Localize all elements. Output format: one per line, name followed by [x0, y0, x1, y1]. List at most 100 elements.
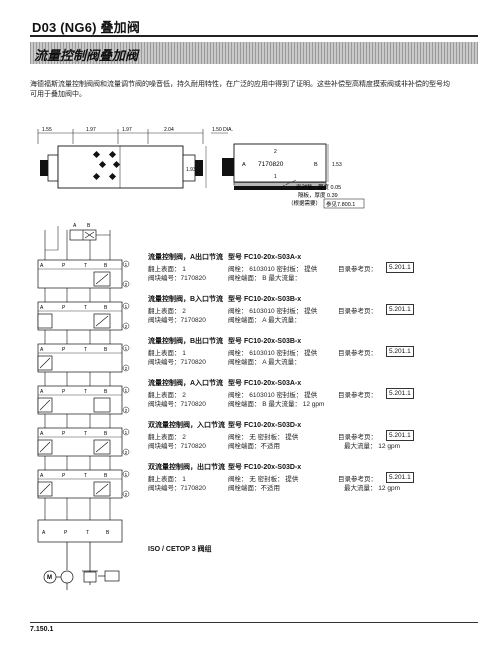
section-title: 流量控制阀叠加阀 [34, 48, 139, 63]
valve-row-block: 阀块编号：7170820 [148, 317, 206, 324]
svg-text:B: B [104, 389, 108, 395]
svg-text:2: 2 [125, 450, 128, 455]
valve-row-ref-label: 目录参考页： [338, 434, 377, 441]
valve-row-model: 型号 FC10-20x-S03B-x [228, 296, 302, 303]
svg-text:2: 2 [125, 408, 128, 413]
section-banner: 流量控制阀叠加阀 [30, 42, 478, 64]
svg-text:B: B [104, 347, 108, 353]
svg-text:T: T [84, 263, 87, 269]
dim-3: 1.97 [122, 127, 132, 133]
valve-row-flow: 阀栓端面： B 最大流量： 12 gpm [228, 401, 325, 408]
side-num-2: 2 [274, 149, 277, 155]
svg-text:1: 1 [125, 430, 128, 435]
valve-row-block: 阀块编号：7170820 [148, 401, 206, 408]
svg-text:P: P [64, 530, 68, 536]
iso-base-block: A P T B [37, 519, 123, 543]
valve-row-spec: 阀栓： 无 密封板： 提供 [228, 476, 299, 483]
svg-text:B: B [104, 263, 108, 269]
svg-text:P: P [62, 347, 66, 353]
dim-2: 1.97 [86, 127, 96, 133]
svg-text:1: 1 [125, 346, 128, 351]
svg-text:A: A [40, 431, 44, 437]
dim-1: 1.55 [42, 127, 52, 133]
valve-row-surface: 翻上表面： 2 [148, 308, 186, 315]
svg-text:T: T [84, 473, 87, 479]
valve-row-model: 型号 FC10-20x-S03A-x [228, 380, 302, 387]
valve-row-flow: 阀栓端面：不适用 [228, 443, 280, 450]
valve-row-title: 双流量控制阀，入口节流 [148, 422, 225, 429]
valve-row-ref-label: 目录参考页： [338, 392, 377, 399]
valve-row-spec: 阀栓： 6103010 密封板： 提供 [228, 266, 318, 273]
svg-text:A: A [40, 473, 44, 479]
right-knob [195, 160, 203, 176]
valve-row-extra: 最大流量： 12 gpm [344, 443, 400, 450]
valve-row-ref-label: 目录参考页： [338, 266, 377, 273]
valve-row-surface: 翻上表面： 1 [148, 266, 186, 273]
svg-text:A: A [40, 263, 44, 269]
svg-text:1: 1 [125, 388, 128, 393]
valve-row-block: 阀块编号：7170820 [148, 359, 206, 366]
valve-row-title: 双流量控制阀，出口节流 [148, 464, 225, 471]
svg-text:T: T [84, 431, 87, 437]
svg-text:2: 2 [125, 282, 128, 287]
dim-dia: 1.50 DIA. [212, 127, 233, 133]
valve-row-spec: 阀栓： 6103010 密封板： 提供 [228, 308, 318, 315]
svg-text:1: 1 [125, 262, 128, 267]
valve-row-spec: 阀栓： 6103010 密封板： 提供 [228, 350, 318, 357]
side-block-code: 7170820 [258, 161, 284, 168]
valve-row-flow: 阀栓端面： A 最大流量： [228, 359, 301, 366]
valve-row-flow: 阀栓端面： A 最大流量： [228, 317, 301, 324]
valve-row-title: 流量控制阀，A出口节流 [148, 254, 224, 261]
gasket-note: 隔板，厚度 0.39 [298, 191, 338, 199]
valve-row: 流量控制阀，A出口节流型号 FC10-20x-S03A-x 翻上表面： 1 阀块编号… [148, 252, 478, 282]
top-port-a: A [73, 223, 77, 229]
valve-row-spec: 阀栓： 无 密封板： 提供 [228, 434, 299, 441]
svg-text:2: 2 [125, 366, 128, 371]
valve-row-ref-label: 目录参考页： [338, 308, 377, 315]
pump-motor-symbol [43, 542, 120, 590]
dimension-drawing: 1.55 1.97 1.97 2.04 1.50 DIA. 1.93 2 A 7… [37, 127, 365, 209]
catalog-ref-link[interactable]: 5.201.1 [386, 430, 414, 441]
svg-text:B: B [104, 473, 108, 479]
svg-text:P: P [62, 431, 66, 437]
svg-text:2: 2 [125, 324, 128, 329]
valve-row-block: 阀块编号：7170820 [148, 443, 206, 450]
dim-height: 1.93 [186, 167, 196, 173]
side-port-a: A [242, 162, 246, 168]
catalog-ref-link[interactable]: 5.201.1 [386, 262, 414, 273]
intro-paragraph: 海德福斯流量控制阀阀和流量调节阀的噪音低，持久耐用特性，在广泛的应用中得到了证明… [30, 81, 450, 98]
footer-rule [30, 622, 478, 623]
svg-text:A: A [42, 530, 46, 536]
svg-text:A: A [40, 305, 44, 311]
side-view-block [233, 143, 327, 183]
svg-text:T: T [86, 530, 89, 536]
hydraulic-schematic: A B A P T B 1 2 A P T B [37, 223, 130, 590]
catalog-ref-link[interactable]: 5.201.1 [386, 472, 414, 483]
left-knob [40, 160, 48, 176]
valve-row-surface: 翻上表面： 1 [148, 350, 186, 357]
seal-note: 密封垫，厚度 0.05 [296, 183, 341, 191]
svg-text:B: B [104, 305, 108, 311]
header-rule [30, 35, 478, 37]
catalog-ref-link[interactable]: 5.201.1 [386, 304, 414, 315]
valve-row-block: 阀块编号：7170820 [148, 275, 206, 282]
page-number: 7.150.1 [30, 626, 54, 633]
catalog-ref-link[interactable]: 5.201.1 [386, 388, 414, 399]
page-title: D03 (NG6) 叠加阀 [32, 20, 141, 35]
catalog-ref-link[interactable]: 5.201.1 [386, 346, 414, 357]
svg-text:1: 1 [125, 472, 128, 477]
side-stem [222, 158, 234, 176]
valve-row-title: 流量控制阀，B出口节流 [148, 338, 224, 345]
dim-4: 2.04 [164, 127, 174, 133]
side-num-1: 1 [274, 174, 277, 180]
valve-row-spec: 阀栓： 6103010 密封板： 提供 [228, 392, 318, 399]
svg-text:T: T [84, 389, 87, 395]
svg-text:A: A [40, 389, 44, 395]
valve-row-model: 型号 FC10-20x-S03A-x [228, 254, 302, 261]
valve-row-flow: 阀栓端面：不适用 [228, 485, 280, 492]
svg-text:B: B [106, 530, 110, 536]
valve-row-surface: 翻上表面： 1 [148, 476, 186, 483]
